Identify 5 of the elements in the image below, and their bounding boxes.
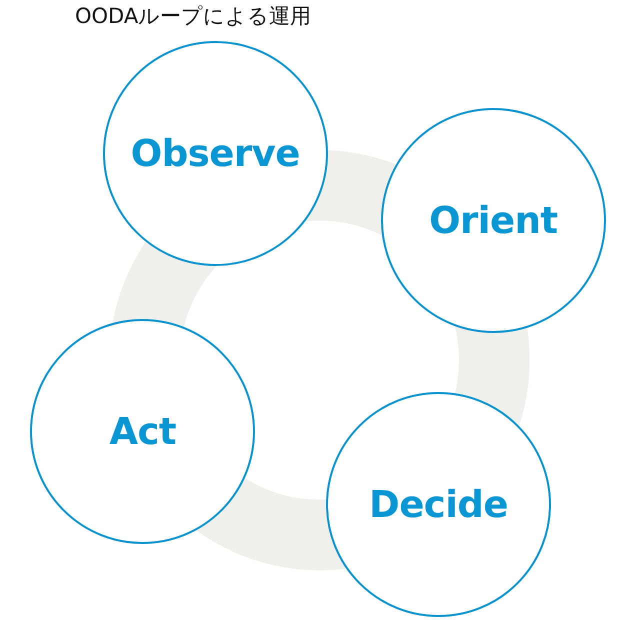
stage-circle: Orient <box>380 108 606 334</box>
stage-circle: Act <box>30 319 256 544</box>
stage-circle: Observe <box>102 41 328 266</box>
title: OODAループによる運用 <box>75 3 312 30</box>
stage-circle: Decide <box>326 392 552 617</box>
